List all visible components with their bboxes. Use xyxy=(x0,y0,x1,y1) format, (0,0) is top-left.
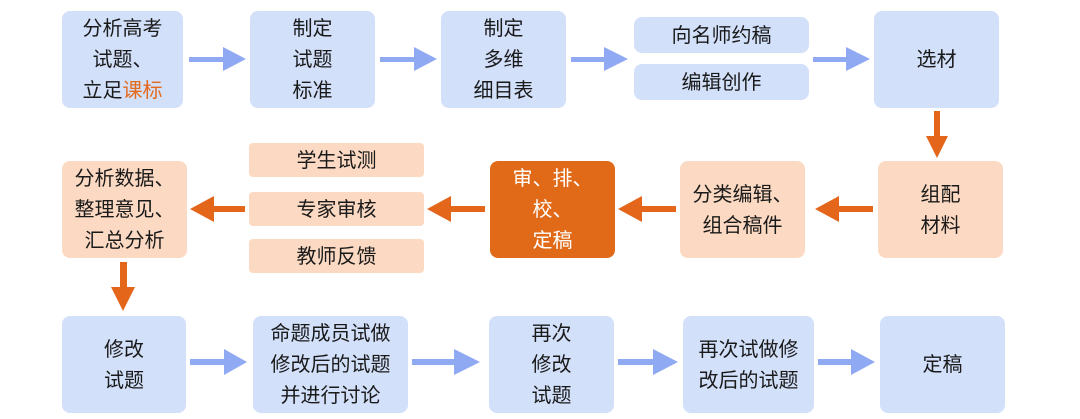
node-text: 分析数据、 xyxy=(74,166,175,190)
node-compose: 组配 材料 xyxy=(878,161,1003,258)
node-text: 细目表 xyxy=(473,78,534,102)
arrow-right xyxy=(571,47,628,71)
node-revise: 修改 试题 xyxy=(62,316,186,413)
node-text: 分类编辑、 xyxy=(692,181,793,206)
arrow-right xyxy=(412,349,480,375)
arrow-right xyxy=(618,349,678,375)
node-text: 教师反馈 xyxy=(296,243,377,268)
node-text: 定稿 xyxy=(922,352,963,376)
node-member-test: 命题成员试做 修改后的试题 并进行讨论 xyxy=(253,316,408,413)
node-review: 审、排、 校、 定稿 xyxy=(490,161,615,258)
node-data-analysis: 分析数据、 整理意见、 汇总分析 xyxy=(62,161,187,258)
arrow-right xyxy=(813,47,870,71)
node-classify: 分类编辑、 组合稿件 xyxy=(680,161,805,258)
node-text: 制定 xyxy=(292,16,333,40)
node-edit-create: 编辑创作 xyxy=(634,64,809,100)
node-expert-review: 专家审核 xyxy=(249,192,424,226)
node-text: 命题成员试做 xyxy=(270,321,391,345)
node-text: 试题 xyxy=(531,383,572,407)
node-text: 专家审核 xyxy=(296,196,377,221)
node-revise-again: 再次 修改 试题 xyxy=(489,316,614,413)
node-text: 定稿 xyxy=(532,228,573,252)
node-text: 试题 xyxy=(292,47,333,71)
node-text: 编辑创作 xyxy=(681,69,762,94)
node-text: 多维 xyxy=(483,47,524,71)
node-student-test: 学生试测 xyxy=(249,143,424,177)
arrow-right xyxy=(380,47,437,71)
node-text: 制定 xyxy=(483,16,524,40)
node-solicit: 向名师约稿 xyxy=(634,17,809,53)
arrow-left xyxy=(190,196,245,222)
arrow-right xyxy=(818,349,875,375)
node-text: 修改 xyxy=(531,352,572,376)
node-retest: 再次试做修 改后的试题 xyxy=(683,316,814,413)
node-text: 分析高考 xyxy=(82,16,163,40)
node-text: 标准 xyxy=(292,78,333,102)
node-text: 向名师约稿 xyxy=(671,22,772,47)
node-text: 改后的试题 xyxy=(698,367,799,392)
node-finalize: 定稿 xyxy=(880,316,1005,413)
node-text: 修改后的试题 xyxy=(270,352,391,376)
node-text: 选材 xyxy=(916,47,957,71)
node-text: 组合稿件 xyxy=(702,212,783,237)
node-text: 再次试做修 xyxy=(698,336,799,361)
node-text: 汇总分析 xyxy=(84,228,165,252)
node-text: 试题、 xyxy=(92,47,153,71)
node-set-criteria: 制定 试题 标准 xyxy=(250,11,375,108)
node-text: 试题 xyxy=(104,367,144,392)
node-text: 校、 xyxy=(532,197,573,221)
arrow-right xyxy=(189,47,246,71)
node-text: 立足 xyxy=(82,78,123,102)
node-multi-table: 制定 多维 细目表 xyxy=(441,11,566,108)
node-text: 再次 xyxy=(531,321,572,345)
arrow-down xyxy=(926,111,948,158)
arrow-right xyxy=(190,349,247,375)
node-text: 修改 xyxy=(104,336,144,361)
arrow-left xyxy=(618,196,676,222)
node-select: 选材 xyxy=(874,11,999,108)
node-text: 审、排、 xyxy=(512,166,593,190)
arrow-left xyxy=(815,196,873,222)
node-text: 学生试测 xyxy=(296,147,377,172)
node-text-line3: 立足课标 xyxy=(83,75,163,106)
arrow-left xyxy=(427,196,485,222)
highlight-text: 课标 xyxy=(122,78,163,102)
node-text: 材料 xyxy=(920,212,961,237)
arrow-down xyxy=(111,262,135,311)
node-text: 整理意见、 xyxy=(74,197,175,221)
node-text: 组配 xyxy=(920,181,961,206)
node-text: 并进行讨论 xyxy=(280,383,381,407)
node-teacher-feedback: 教师反馈 xyxy=(249,239,424,273)
node-analyze-exam: 分析高考 试题、 立足课标 xyxy=(62,11,183,108)
